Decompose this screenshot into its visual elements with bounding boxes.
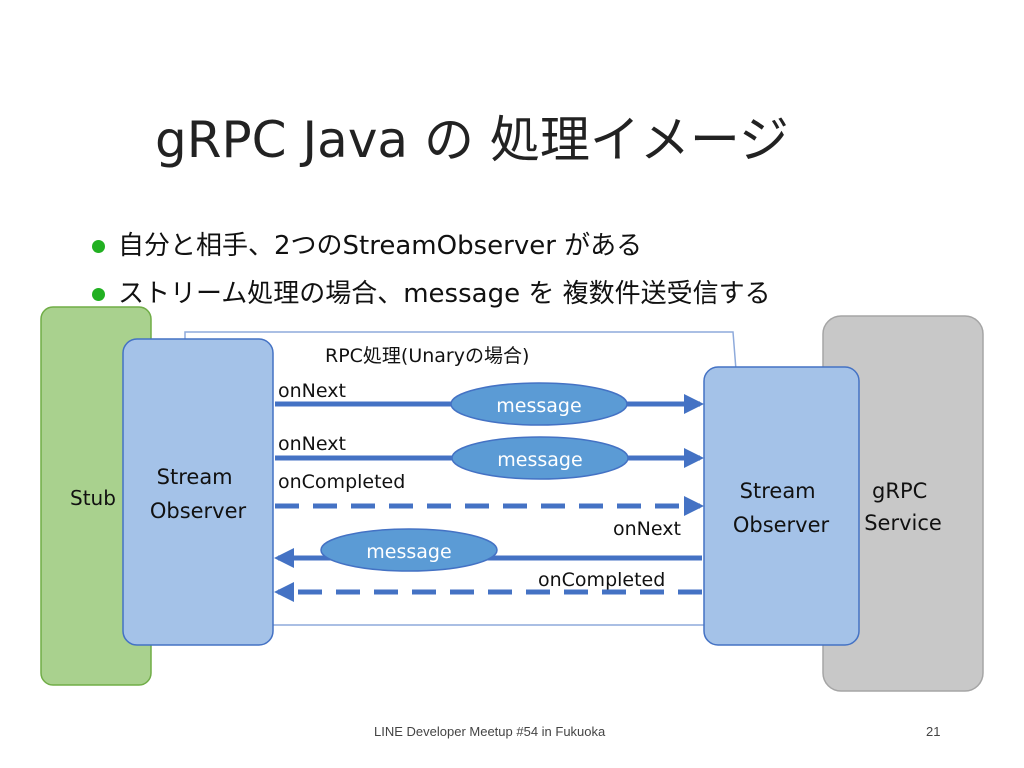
label-on-next-3: onNext <box>613 518 681 540</box>
service-label-line: gRPC <box>872 479 927 503</box>
page-number: 21 <box>926 724 941 739</box>
slide-footer: LINE Developer Meetup #54 in Fukuoka <box>374 724 606 739</box>
slide-title: gRPC Java の 処理イメージ <box>155 111 789 169</box>
label-on-next-2: onNext <box>278 433 346 455</box>
bullet-dot-icon <box>92 240 105 253</box>
label-on-next-1: onNext <box>278 380 346 402</box>
left-observer-label: Stream Observer <box>150 465 247 523</box>
service-label: gRPC Service <box>864 479 942 535</box>
message-label-1: message <box>496 395 581 417</box>
message-label-2: message <box>497 449 582 471</box>
right-stream-observer <box>703 366 860 646</box>
left-observer-line: Observer <box>150 499 247 523</box>
left-stream-observer <box>122 338 274 646</box>
message-bubble-3 <box>320 528 498 572</box>
bullet-item: 自分と相手、2つのStreamObserver がある <box>92 222 771 270</box>
right-observer-line: Stream <box>740 479 816 503</box>
label-on-completed-2: onCompleted <box>538 569 665 591</box>
label-on-completed-1: onCompleted <box>278 471 405 493</box>
bullet-text: 自分と相手、2つのStreamObserver がある <box>118 231 643 261</box>
left-observer-line: Stream <box>157 465 233 489</box>
service-label-line: Service <box>864 511 942 535</box>
frame-label: RPC処理(Unaryの場合) <box>325 345 529 367</box>
message-label-3: message <box>366 541 451 563</box>
bullet-item: ストリーム処理の場合、message を 複数件送受信する <box>92 270 771 318</box>
message-bubble-1 <box>450 382 628 426</box>
right-observer-line: Observer <box>733 513 830 537</box>
right-observer-label: Stream Observer <box>733 479 830 537</box>
message-bubble-2 <box>451 436 629 480</box>
bullet-text: ストリーム処理の場合、message を 複数件送受信する <box>118 279 771 309</box>
stub-label: Stub <box>70 486 116 510</box>
bullet-list: 自分と相手、2つのStreamObserver がある ストリーム処理の場合、m… <box>92 222 771 318</box>
bullet-dot-icon <box>92 288 105 301</box>
